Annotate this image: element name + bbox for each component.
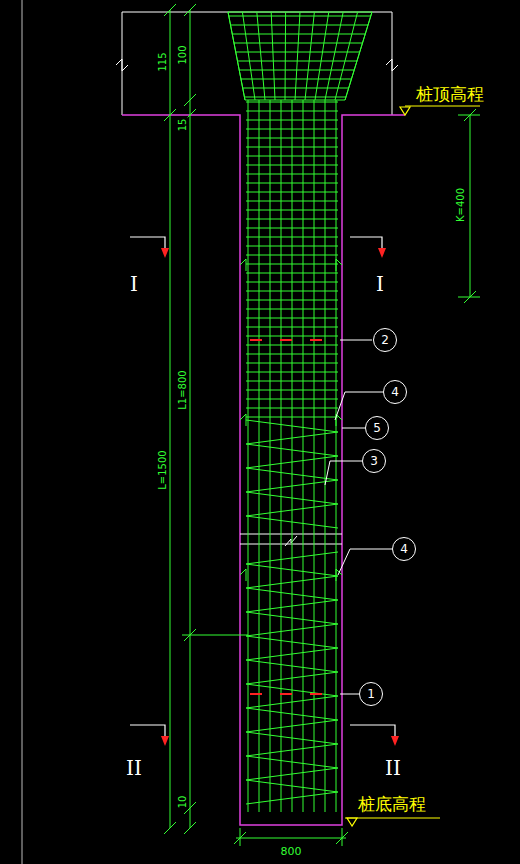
callout-number: 4 bbox=[383, 380, 407, 404]
dimension-text: L1=800 bbox=[178, 369, 188, 410]
callout-text: 4 bbox=[400, 543, 408, 555]
callout-number: 3 bbox=[362, 449, 386, 473]
section-mark bbox=[130, 237, 395, 738]
cage-flare bbox=[228, 12, 372, 100]
section-label: I bbox=[375, 274, 385, 294]
elevation-mark bbox=[345, 106, 480, 826]
pile-outline bbox=[122, 115, 405, 825]
callout-text: 5 bbox=[373, 422, 381, 434]
dimension-line bbox=[470, 115, 471, 297]
callout-number: 2 bbox=[373, 328, 397, 352]
callout-text: 3 bbox=[370, 455, 378, 467]
elevation-label: 桩底高程 bbox=[357, 796, 427, 813]
rebar-mark bbox=[250, 339, 340, 341]
section-label: II bbox=[384, 758, 402, 778]
dimension-text: K=400 bbox=[456, 187, 466, 223]
rebar-cage bbox=[228, 12, 372, 812]
elevation-label: 桩顶高程 bbox=[415, 86, 485, 103]
dimension-text: L=1500 bbox=[158, 449, 168, 490]
dimension-text: 800 bbox=[280, 846, 303, 857]
dimension-line bbox=[170, 10, 171, 828]
dimension-text: 15 bbox=[178, 118, 188, 133]
section-label: I bbox=[129, 274, 139, 294]
rebar-mark bbox=[250, 693, 340, 695]
callout-text: 1 bbox=[367, 688, 375, 700]
callout-text: 2 bbox=[381, 334, 389, 346]
callout-number: 1 bbox=[359, 682, 383, 706]
dimension-line bbox=[190, 10, 191, 828]
leader-line bbox=[325, 340, 392, 694]
dimension-text: 115 bbox=[158, 51, 168, 72]
break-symbol bbox=[240, 534, 342, 546]
dimension-line bbox=[236, 838, 346, 839]
callout-number: 4 bbox=[392, 537, 416, 561]
callout-text: 4 bbox=[391, 386, 399, 398]
section-label: II bbox=[125, 758, 143, 778]
dimension-text: 100 bbox=[178, 44, 188, 65]
frame-line bbox=[22, 0, 23, 864]
dimension-text: 10 bbox=[178, 795, 188, 810]
section-arrow bbox=[161, 248, 399, 746]
callout-number: 5 bbox=[365, 416, 389, 440]
